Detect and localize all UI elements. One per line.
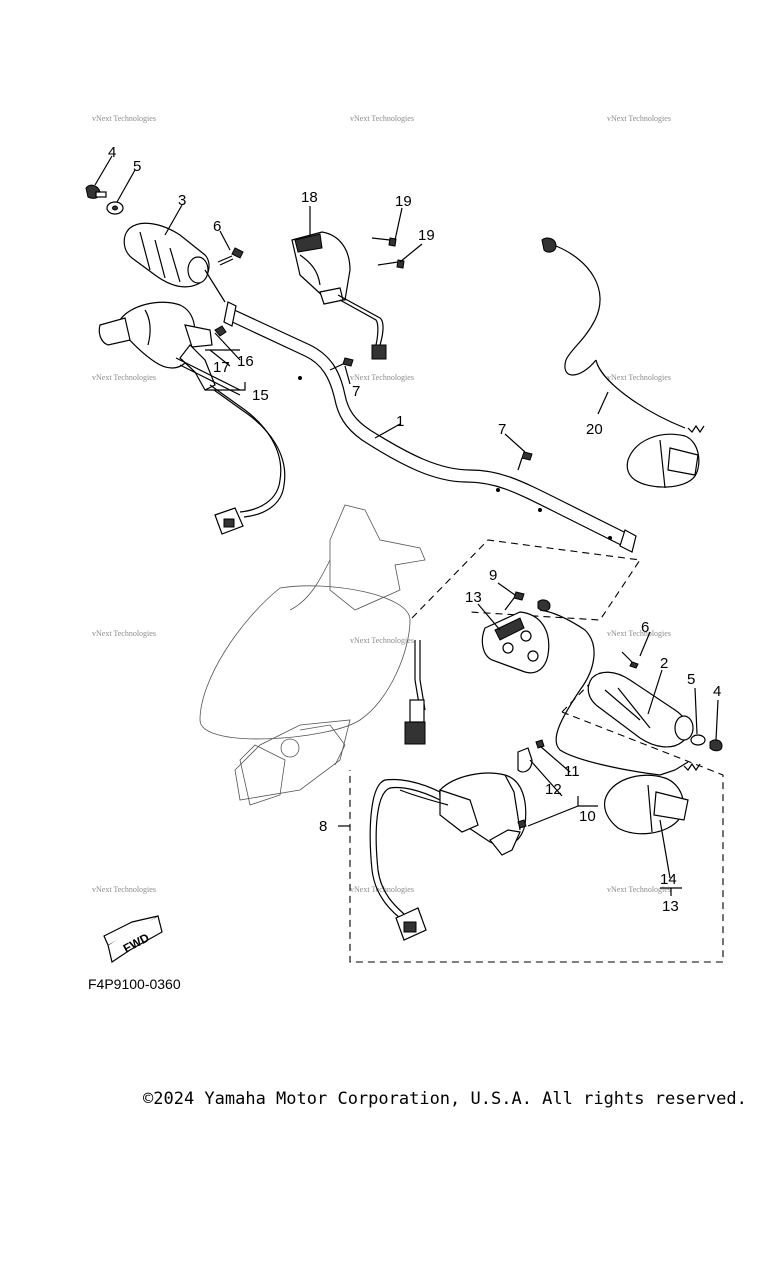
watermark: vNext Technologies [92,373,156,382]
right-switch-unit [404,591,661,776]
callout-3: 3 [178,192,186,209]
watermark: vNext Technologies [607,885,671,894]
end-bolt-left [85,184,124,215]
stop-switch-right [603,761,701,835]
callout-10: 10 [579,808,596,825]
lanyard-assembly [541,237,705,489]
grip-left [123,222,226,303]
watermark: vNext Technologies [607,114,671,123]
watermark: vNext Technologies [92,629,156,638]
diagram-part-code: F4P9100-0360 [88,976,181,992]
callout-4: 4 [713,683,721,700]
callout-5: 5 [687,671,695,688]
steering-hull-ghost [199,504,426,806]
handlebar [223,301,637,553]
callout-19: 19 [418,227,435,244]
callout-19: 19 [395,193,412,210]
callout-5: 5 [133,158,141,175]
callout-6: 6 [213,218,221,235]
callout-labels: 4 5 3 6 18 19 19 17 16 15 7 1 7 20 9 13 … [108,144,721,915]
callout-14: 14 [660,871,677,888]
watermark: vNext Technologies [92,114,156,123]
callout-7: 7 [498,421,506,438]
callout-8: 8 [319,818,327,835]
callout-7: 7 [352,383,360,400]
right-lever-assembly [369,739,545,941]
watermark: vNext Technologies [350,373,414,382]
callout-20: 20 [586,421,603,438]
screw-left [217,247,244,266]
callout-2: 2 [660,655,668,672]
callout-11: 11 [564,763,580,780]
callout-9: 9 [489,567,497,584]
leader-lines [94,155,719,896]
callout-18: 18 [301,189,318,206]
watermark: vNext Technologies [607,373,671,382]
callout-12: 12 [545,781,562,798]
forward-arrow-icon: FWD [103,915,163,963]
start-switch-housing [291,231,405,360]
callout-16: 16 [237,353,254,370]
callout-17: 17 [213,359,230,376]
callout-4: 4 [108,144,116,161]
watermarks: vNext Technologies vNext Technologies vN… [92,114,671,894]
watermark: vNext Technologies [350,114,414,123]
throttle-lever-assembly [98,301,286,535]
watermark: vNext Technologies [350,636,414,645]
callout-13: 13 [465,589,482,606]
callout-1: 1 [396,413,404,430]
callout-13: 13 [662,898,679,915]
watermark: vNext Technologies [350,885,414,894]
grip-right [587,651,723,752]
callout-6: 6 [641,619,649,636]
watermark: vNext Technologies [607,629,671,638]
callout-15: 15 [252,387,269,404]
watermark: vNext Technologies [92,885,156,894]
screws-7 [329,357,533,471]
copyright-notice: ©2024 Yamaha Motor Corporation, U.S.A. A… [143,1089,747,1109]
